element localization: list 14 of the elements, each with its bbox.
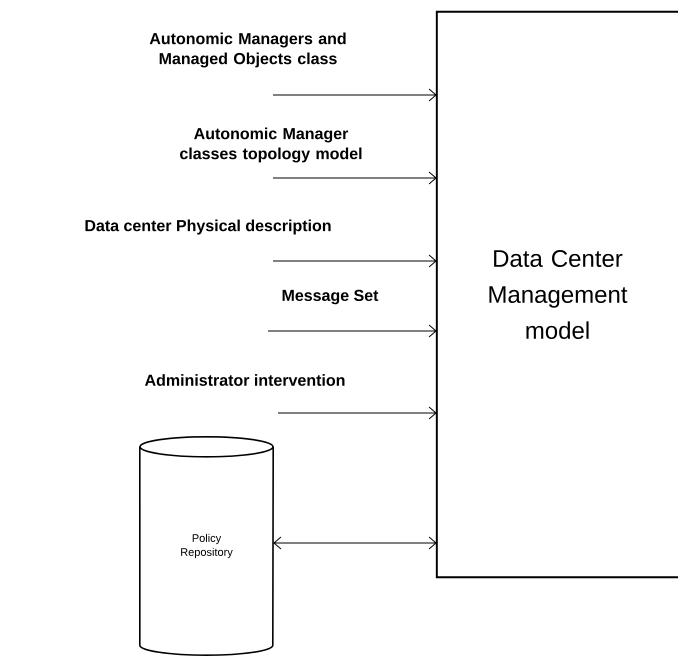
- arrow: [273, 536, 437, 550]
- arrow: [272, 254, 437, 268]
- node-label: Policy Repository: [181, 534, 233, 558]
- edge-label: Administrator intervention: [144, 374, 344, 386]
- arrow: [272, 172, 437, 184]
- edge-label: Data center Physical description: [85, 220, 331, 234]
- edge-label: Autonomic Managers and Managed Objects class: [150, 32, 346, 68]
- cylinder: Policy Repository: [139, 436, 274, 656]
- arrow: [272, 88, 437, 102]
- arrow: [268, 324, 437, 338]
- arrow: [278, 406, 437, 420]
- edge-label: Autonomic Manager classes topology model: [180, 128, 362, 162]
- edge-label: Message Set: [282, 290, 378, 304]
- model-box: Data Center Management model: [436, 10, 678, 578]
